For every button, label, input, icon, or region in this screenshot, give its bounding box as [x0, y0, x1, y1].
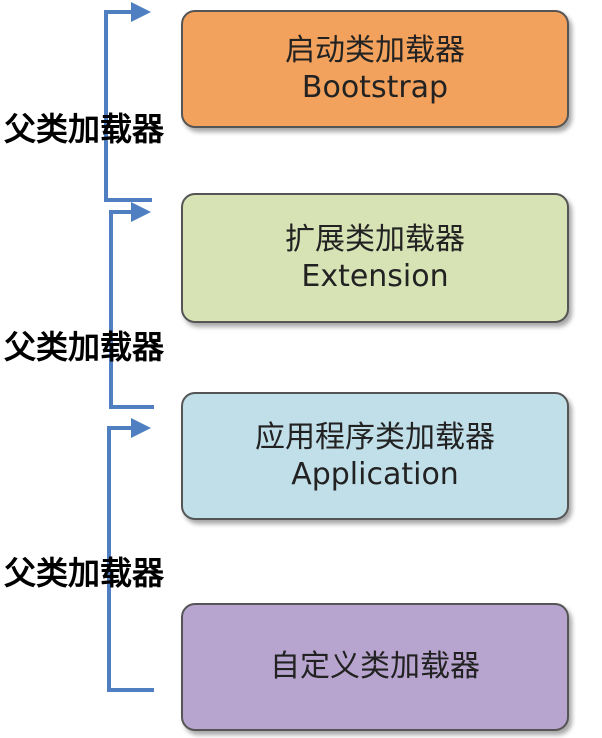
- extension-title: 扩展类加载器: [285, 221, 465, 257]
- parent-classloader-label: 父类加载器: [4, 554, 165, 592]
- bootstrap-classloader-box: 启动类加载器 Bootstrap: [181, 10, 569, 128]
- arrow-custom-to-application: [107, 418, 154, 692]
- arrow-extension-to-bootstrap: [104, 2, 152, 202]
- application-classloader-box: 应用程序类加载器 Application: [181, 392, 569, 520]
- bootstrap-title: 启动类加载器: [285, 32, 465, 68]
- parent-classloader-label: 父类加载器: [4, 328, 165, 366]
- parent-classloader-label: 父类加载器: [4, 110, 165, 148]
- custom-classloader-box: 自定义类加载器: [181, 603, 569, 731]
- extension-subtitle: Extension: [301, 259, 449, 294]
- custom-title: 自定义类加载器: [270, 649, 480, 685]
- extension-classloader-box: 扩展类加载器 Extension: [181, 193, 569, 323]
- application-subtitle: Application: [291, 457, 459, 492]
- bootstrap-subtitle: Bootstrap: [301, 70, 449, 105]
- application-title: 应用程序类加载器: [255, 419, 495, 455]
- arrow-application-to-extension: [109, 202, 154, 409]
